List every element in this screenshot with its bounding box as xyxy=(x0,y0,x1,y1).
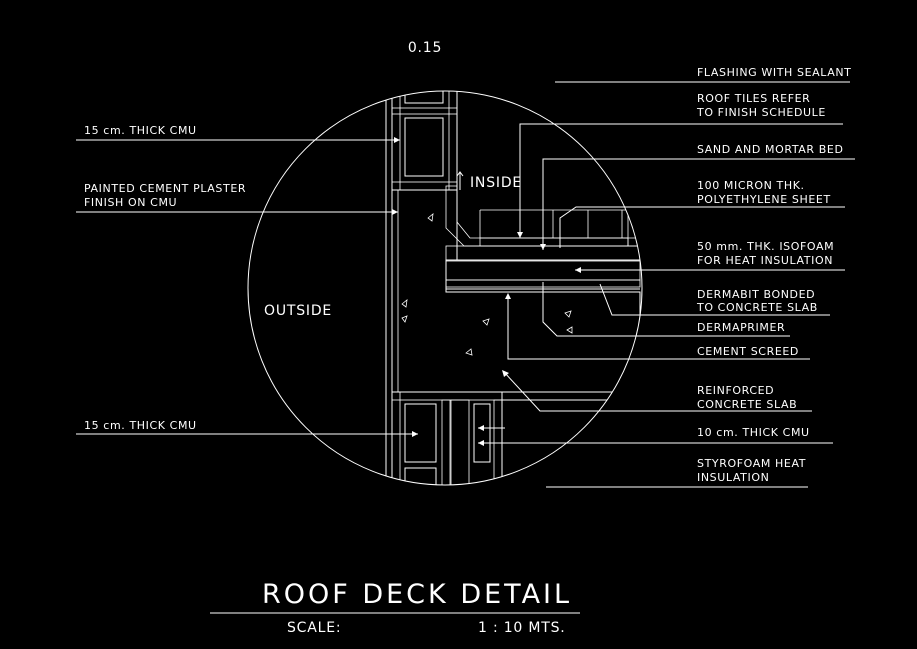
label-flashing: FLASHING WITH SEALANT xyxy=(697,66,852,79)
label-dermabit-line2: TO CONCRETE SLAB xyxy=(696,301,818,314)
scale-label: SCALE: xyxy=(287,620,341,636)
label-tiles-line2: TO FINISH SCHEDULE xyxy=(696,106,826,119)
label-cmu-bottom: 15 cm. THICK CMU xyxy=(84,419,197,432)
cmu-lower xyxy=(391,391,503,485)
drawing-title: ROOF DECK DETAIL xyxy=(262,579,572,610)
label-isofoam-line1: 50 mm. THK. ISOFOAM xyxy=(697,240,834,253)
title-block: ROOF DECK DETAIL SCALE: 1 : 10 MTS. xyxy=(210,579,580,636)
scale-value: 1 : 10 MTS. xyxy=(478,620,566,636)
label-styro-line1: STYROFOAM HEAT xyxy=(697,457,806,470)
label-cmu-top: 15 cm. THICK CMU xyxy=(84,124,197,137)
label-cmu10: 10 cm. THICK CMU xyxy=(697,426,810,439)
section-body xyxy=(385,91,641,485)
label-slab-line2: CONCRETE SLAB xyxy=(697,398,797,411)
inside-label: INSIDE xyxy=(470,175,522,191)
label-tiles-line1: ROOF TILES REFER xyxy=(697,92,810,105)
label-slab-line1: REINFORCED xyxy=(697,384,774,397)
dimension-text: 0.15 xyxy=(408,40,442,56)
styrofoam-insulation xyxy=(450,399,470,485)
roof-tiles xyxy=(479,237,629,247)
label-styro-line2: INSULATION xyxy=(697,471,769,484)
label-plaster-line1: PAINTED CEMENT PLASTER xyxy=(84,182,246,195)
right-leaders: FLASHING WITH SEALANT ROOF TILES REFER T… xyxy=(478,66,855,488)
label-sand: SAND AND MORTAR BED xyxy=(697,143,844,156)
detail-circle xyxy=(247,90,643,486)
label-dermabit-line1: DERMABIT BONDED xyxy=(697,288,815,301)
outside-label: OUTSIDE xyxy=(264,303,332,319)
label-isofoam-line2: FOR HEAT INSULATION xyxy=(697,254,833,267)
label-screed: CEMENT SCREED xyxy=(697,345,799,358)
left-leaders: 15 cm. THICK CMU PAINTED CEMENT PLASTER … xyxy=(76,124,418,437)
cmu-upper xyxy=(391,91,458,191)
label-poly-line2: POLYETHYLENE SHEET xyxy=(697,193,831,206)
label-poly-line1: 100 MICRON THK. xyxy=(697,179,805,192)
label-dermaprimer: DERMAPRIMER xyxy=(697,321,785,334)
label-plaster-line2: FINISH ON CMU xyxy=(84,196,177,209)
